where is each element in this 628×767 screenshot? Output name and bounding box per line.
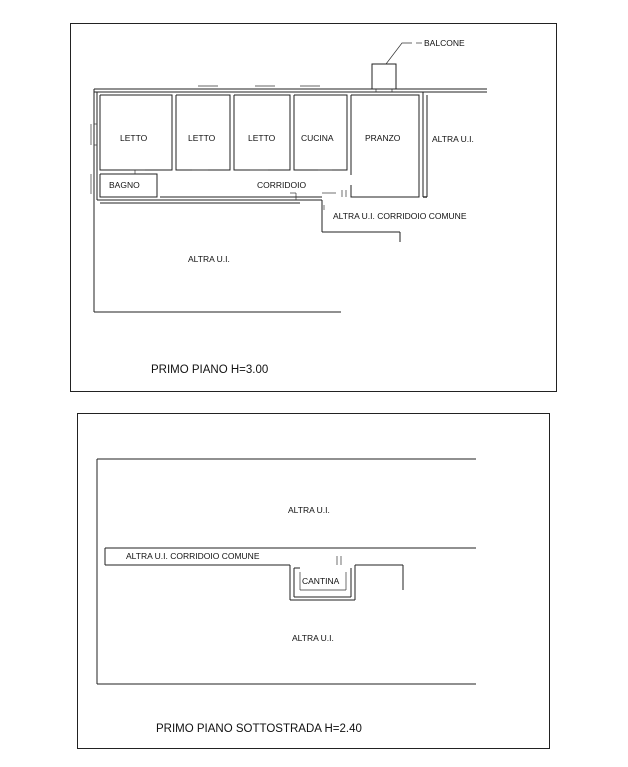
- corridoio-comune-walls: [321, 200, 401, 242]
- cantina-walls: [289, 565, 356, 601]
- label-altra-ui-top-basement: ALTRA U.I.: [288, 505, 330, 515]
- apartment-outer-walls: [90, 85, 487, 312]
- label-altra-ui-bottom: ALTRA U.I.: [188, 254, 230, 264]
- bottom-plan: ALTRA U.I. ALTRA U.I. CORRIDOIO COMUNE C…: [77, 413, 550, 749]
- label-cantina: CANTINA: [302, 576, 340, 586]
- basement-corridoio-comune: [104, 547, 476, 590]
- top-plan-frame: [70, 23, 557, 392]
- label-letto-1: LETTO: [120, 133, 148, 143]
- bottom-plan-frame: [77, 413, 550, 749]
- label-corridoio-comune-basement: ALTRA U.I. CORRIDOIO COMUNE: [126, 551, 260, 561]
- label-balcone: BALCONE: [424, 38, 465, 48]
- balcone-leader: [385, 42, 422, 65]
- label-pranzo: PRANZO: [365, 133, 401, 143]
- top-plan: BALCONE LETTO LETTO LETTO CUCINA PRANZO …: [70, 23, 557, 392]
- room-partitions: [99, 94, 420, 201]
- basement-outer-walls: [96, 458, 476, 685]
- balcone-outline: [371, 63, 397, 92]
- label-letto-2: LETTO: [188, 133, 216, 143]
- label-altra-ui-bottom-basement: ALTRA U.I.: [292, 633, 334, 643]
- right-unit-walls: [422, 92, 428, 198]
- label-cucina: CUCINA: [301, 133, 334, 143]
- label-bagno: BAGNO: [109, 180, 140, 190]
- label-corridoio: CORRIDOIO: [257, 180, 307, 190]
- label-corridoio-comune-top: ALTRA U.I. CORRIDOIO COMUNE: [333, 211, 467, 221]
- label-altra-ui-right: ALTRA U.I.: [432, 134, 474, 144]
- title-sottostrada: PRIMO PIANO SOTTOSTRADA H=2.40: [156, 723, 362, 735]
- title-primo-piano: PRIMO PIANO H=3.00: [151, 364, 268, 376]
- label-letto-3: LETTO: [248, 133, 276, 143]
